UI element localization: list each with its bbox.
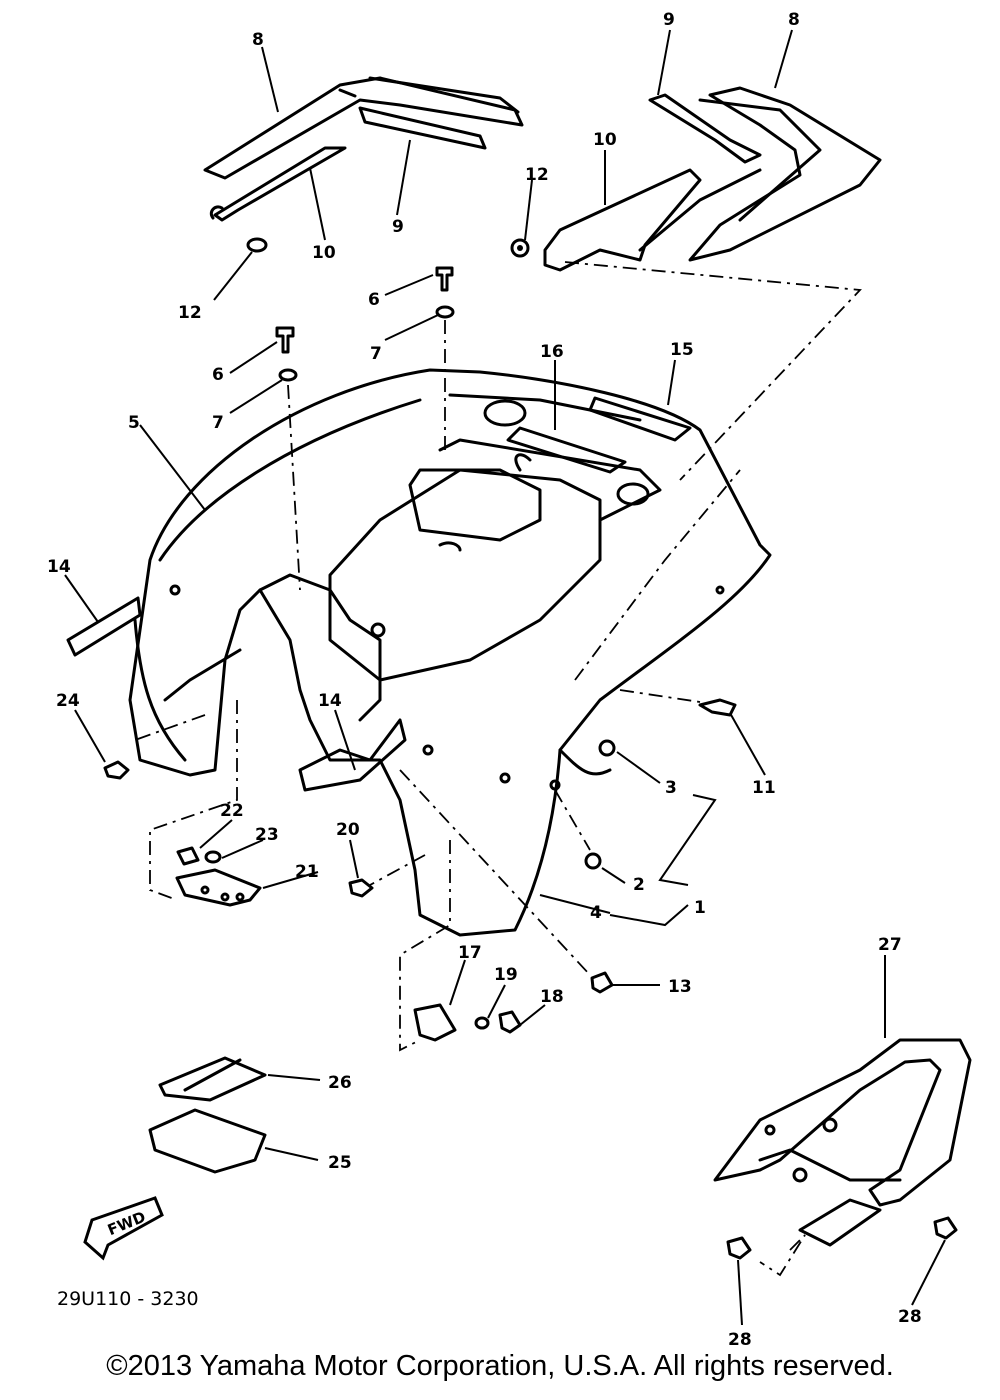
callout-label: 22 (220, 801, 244, 821)
callout-label: 25 (328, 1153, 352, 1173)
callout-label: 14 (318, 691, 342, 711)
callout-label: 12 (178, 303, 202, 323)
grab-bar (713, 1038, 972, 1260)
callout-label: 8 (788, 10, 800, 30)
mud-flap-bracket (175, 846, 262, 907)
reference-code: 29U110 - 3230 (57, 1288, 199, 1310)
callout-label: 3 (665, 778, 677, 798)
callout-label: 20 (336, 820, 360, 840)
callout-label: 10 (593, 130, 617, 150)
callout-label: 27 (878, 935, 902, 955)
callout-label: 2 (633, 875, 645, 895)
forward-direction-arrow (83, 1196, 164, 1261)
right-side-rail-assembly (510, 86, 882, 272)
callout-label: 4 (590, 903, 602, 923)
callout-label: 5 (128, 413, 140, 433)
callout-label: 7 (212, 413, 224, 433)
callout-label: 28 (728, 1330, 752, 1350)
callout-label: 23 (255, 825, 279, 845)
callout-label: 19 (494, 965, 518, 985)
callout-label: 9 (392, 217, 404, 237)
left-side-rail-assembly (203, 76, 524, 253)
callout-label: 12 (525, 165, 549, 185)
assembly-lines (134, 261, 862, 1277)
callout-label: 6 (212, 365, 224, 385)
copyright-notice: ©2013 Yamaha Motor Corporation, U.S.A. A… (106, 1350, 894, 1382)
callout-label: 9 (663, 10, 675, 30)
callout-label: 18 (540, 987, 564, 1007)
callout-label: 10 (312, 243, 336, 263)
callout-label: 13 (668, 977, 692, 997)
callout-label: 1 (694, 898, 706, 918)
callout-label: 21 (295, 862, 319, 882)
callout-label: 24 (56, 691, 80, 711)
callout-label: 15 (670, 340, 694, 360)
callout-labels: 8 9 9 8 10 10 12 12 6 6 7 7 5 16 15 14 1… (47, 10, 922, 1350)
leader-lines (64, 29, 946, 1326)
callout-label: 14 (47, 557, 71, 577)
callout-label: 8 (252, 30, 264, 50)
callout-label: 17 (458, 943, 482, 963)
rear-fender (128, 368, 772, 937)
callout-label: 6 (368, 290, 380, 310)
decals (66, 396, 692, 657)
callout-label: 28 (898, 1307, 922, 1327)
callout-label: 26 (328, 1073, 352, 1093)
callout-label: 7 (370, 344, 382, 364)
small-fasteners (103, 698, 737, 994)
pad-and-holder (148, 1056, 267, 1174)
bolts-and-washers (275, 266, 455, 382)
callout-label: 16 (540, 342, 564, 362)
clamp-bracket (413, 1003, 522, 1042)
callout-label: 11 (752, 778, 776, 798)
